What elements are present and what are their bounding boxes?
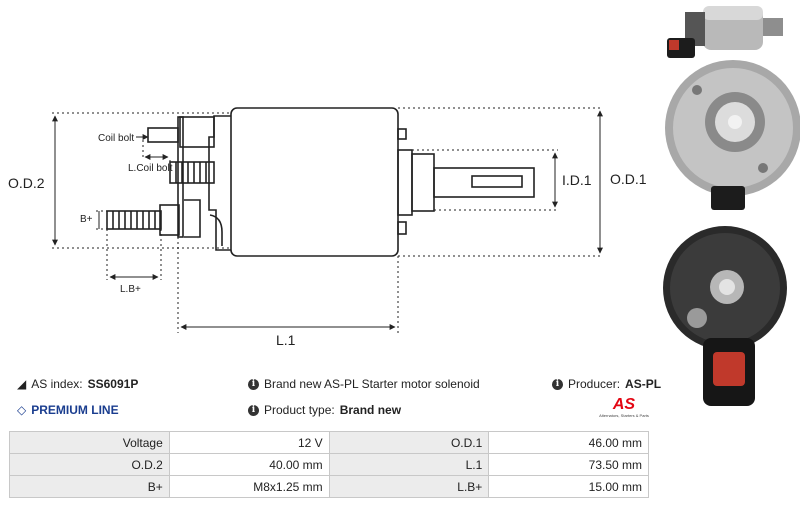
spec-label: Voltage [9, 431, 170, 454]
spec-value: 46.00 mm [488, 431, 649, 454]
label-l1: L.1 [276, 332, 296, 348]
as-index-label: AS index: [31, 377, 83, 391]
side-view-photo [667, 6, 783, 58]
diamond-icon: ◇ [17, 403, 27, 417]
label-lb: L.B+ [120, 284, 141, 295]
spec-value: M8x1.25 mm [168, 475, 330, 498]
producer-row: i Producer: AS-PL [552, 377, 661, 391]
producer-value: AS-PL [625, 377, 662, 391]
premium-line-label: PREMIUM LINE [31, 403, 119, 417]
table-row: Voltage 12 V O.D.1 46.00 mm [9, 431, 649, 454]
rear-view-photo [663, 226, 787, 406]
info-icon: i [248, 378, 259, 390]
label-l-coil-bolt: L.Coil bolt [128, 163, 173, 174]
label-od1: O.D.1 [610, 171, 647, 187]
spec-label: B+ [9, 475, 170, 498]
table-row: O.D.2 40.00 mm L.1 73.50 mm [9, 453, 649, 476]
spec-value: 15.00 mm [488, 475, 649, 498]
producer-label: Producer: [568, 377, 621, 391]
premium-line-row: ◇ PREMIUM LINE [17, 403, 119, 417]
solenoid-technical-drawing: O.D.2 O.D.1 I.D.1 L.1 L.B+ B+ Coil bolt … [8, 107, 647, 348]
solenoid-body [230, 107, 399, 257]
label-coil-bolt: Coil bolt [98, 133, 134, 144]
description-row: i Brand new AS-PL Starter motor solenoid [248, 377, 480, 391]
front-view-photo [665, 60, 800, 210]
b-plus-stud [106, 210, 162, 230]
spec-value: 40.00 mm [168, 453, 330, 476]
logo-mark: AS [612, 396, 636, 413]
spec-value: 73.50 mm [488, 453, 649, 476]
product-type-value: Brand new [339, 403, 402, 417]
label-id1: I.D.1 [562, 172, 592, 188]
logo-tagline: Alternators, Starters & Parts [599, 413, 649, 418]
label-bplus: B+ [80, 214, 93, 225]
spec-value: 12 V [168, 431, 330, 454]
spec-label: L.1 [328, 453, 490, 476]
plunger-shaft [433, 167, 535, 198]
as-pl-logo: AS Alternators, Starters & Parts [598, 396, 650, 419]
product-description: Brand new AS-PL Starter motor solenoid [264, 377, 480, 391]
spec-label: O.D.1 [328, 431, 490, 454]
specifications-table: Voltage 12 V O.D.1 46.00 mm O.D.2 40.00 … [9, 431, 649, 498]
info-icon: i [248, 404, 259, 416]
product-photos [663, 6, 800, 406]
tag-icon: ◢ [17, 377, 27, 391]
plunger-housing [397, 149, 413, 216]
as-index-value: SS6091P [87, 377, 139, 391]
spec-label: O.D.2 [9, 453, 170, 476]
product-type-row: i Product type: Brand new [248, 403, 401, 417]
coil-bolt [147, 127, 179, 143]
as-index-row: ◢ AS index: SS6091P [17, 377, 138, 391]
table-row: B+ M8x1.25 mm L.B+ 15.00 mm [9, 475, 649, 498]
spec-label: L.B+ [328, 475, 490, 498]
info-icon: i [552, 378, 563, 390]
product-type-label: Product type: [264, 403, 335, 417]
label-od2: O.D.2 [8, 175, 45, 191]
